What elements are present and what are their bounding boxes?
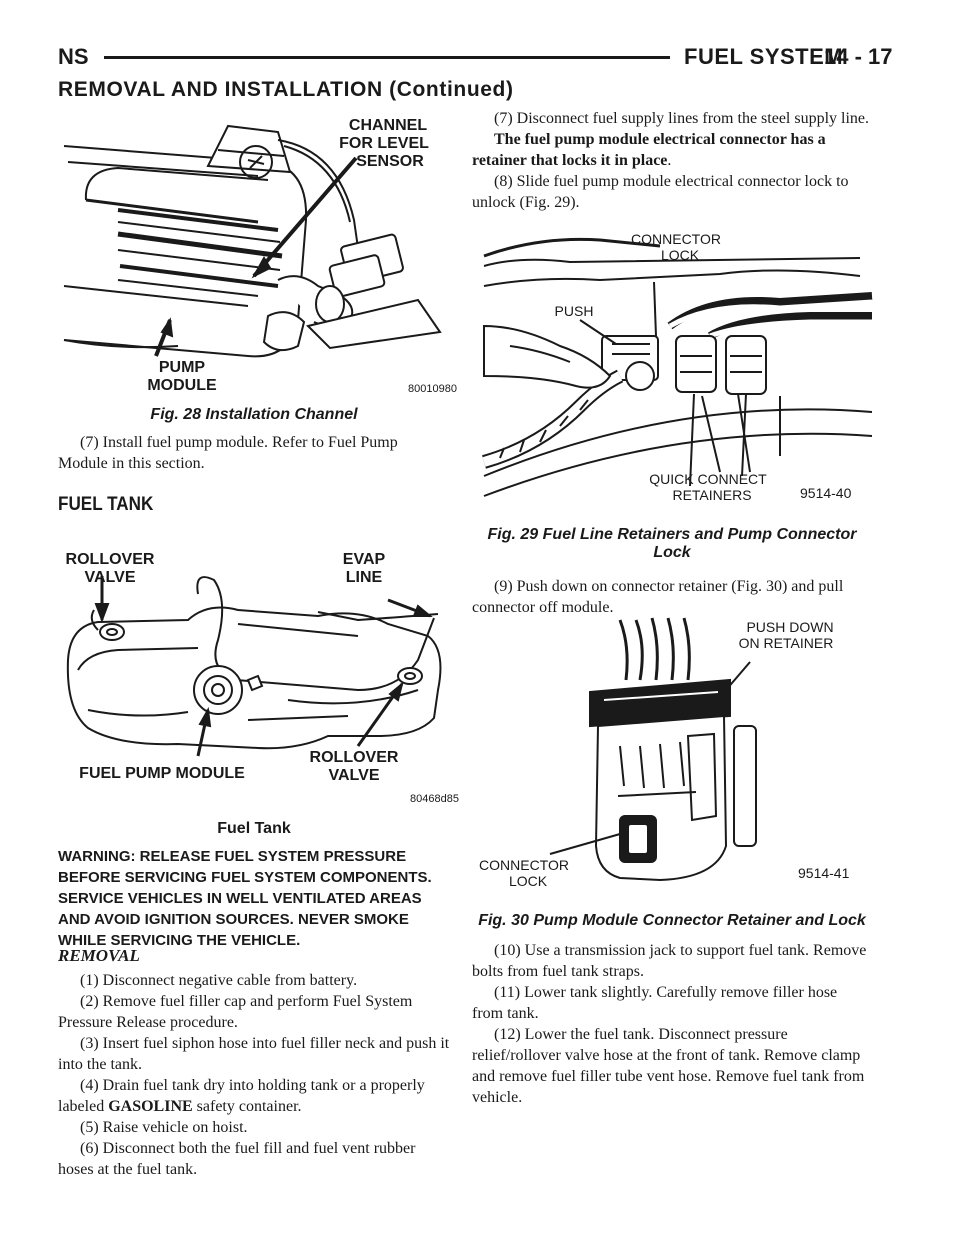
label-channel-line1: CHANNEL <box>349 117 427 134</box>
figure-installation-channel: CHANNEL FOR LEVEL SENSOR PUMP MODULE 800… <box>58 110 457 400</box>
removal-steps: (1) Disconnect negative cable from batte… <box>58 970 450 1180</box>
header-rule <box>104 56 670 59</box>
header-page-number: 14 - 17 <box>824 44 893 69</box>
figure-caption: Fuel Tank <box>217 820 291 837</box>
label-channel-line3: SENSOR <box>356 153 424 170</box>
right-column-steps-bottom: (10) Use a transmission jack to support … <box>472 940 872 1108</box>
step-4-text: (4) Drain fuel tank dry into holding tan… <box>58 1077 425 1115</box>
figure-caption: Fig. 30 Pump Module Connector Retainer a… <box>478 912 866 929</box>
figure-code: 9514-40 <box>800 485 852 501</box>
step-4-text-end: safety container. <box>196 1098 302 1115</box>
paragraph-text: (7) Install fuel pump module. Refer to F… <box>58 434 398 472</box>
label-connector-line1: CONNECTOR <box>631 231 721 247</box>
step-9: (9) Push down on connector retainer (Fig… <box>472 578 844 616</box>
figure-fuel-line-retainers: CONNECTOR LOCK PUSH QUICK CONNECT RETAIN… <box>480 226 873 506</box>
label-pump-line1: PUMP <box>159 359 206 376</box>
warning-text: WARNING: RELEASE FUEL SYSTEM PRESSURE BE… <box>58 848 432 949</box>
step-4: (4) Drain fuel tank dry into holding tan… <box>58 1075 450 1117</box>
figure-caption: Fig. 28 Installation Channel <box>150 406 358 423</box>
connector-retainer-illustration: PUSH DOWN ON RETAINER CONNECTOR LOCK 951… <box>479 617 850 889</box>
step-10: (10) Use a transmission jack to support … <box>472 942 867 980</box>
label-rollover2-line1: ROLLOVER <box>310 749 399 766</box>
section-title: REMOVAL AND INSTALLATION (Continued) <box>58 78 514 101</box>
label-push: PUSH <box>555 303 594 319</box>
label-channel-line2: FOR LEVEL <box>339 135 429 152</box>
header-chapter-title: FUEL SYSTEM <box>684 44 844 69</box>
step-2: (2) Remove fuel filler cap and perform F… <box>58 993 413 1031</box>
figure-code: 9514-41 <box>798 865 850 881</box>
step-12: (12) Lower the fuel tank. Disconnect pre… <box>472 1026 865 1106</box>
heading-removal: REMOVAL <box>58 946 140 965</box>
label-rollover1-line2: VALVE <box>85 569 136 586</box>
label-rollover1-line1: ROLLOVER <box>66 551 155 568</box>
figure-code: 80468d85 <box>410 793 459 805</box>
label-push-down-line1: PUSH DOWN <box>746 619 833 635</box>
label-fuel-pump-module: FUEL PUMP MODULE <box>79 765 245 782</box>
step-4-gasoline: GASOLINE <box>108 1098 193 1115</box>
note-connector-retainer: The fuel pump module electrical connecto… <box>472 131 826 169</box>
step-install-pump-module: (7) Install fuel pump module. Refer to F… <box>58 432 450 474</box>
figure-code: 80010980 <box>408 383 457 395</box>
figure-connector-retainer-lock: PUSH DOWN ON RETAINER CONNECTOR LOCK 951… <box>479 616 872 896</box>
label-connector-line2: LOCK <box>661 247 700 263</box>
header-section-code: NS <box>58 44 89 69</box>
label-connector-lock-line1: CONNECTOR <box>479 857 569 873</box>
step-7: (7) Disconnect fuel supply lines from th… <box>494 110 870 127</box>
step-9-block: (9) Push down on connector retainer (Fig… <box>472 576 872 618</box>
figure-fuel-tank: ROLLOVER VALVE EVAP LINE FUEL PUMP MODUL… <box>58 540 459 820</box>
right-column-steps-top: (7) Disconnect fuel supply lines from th… <box>472 108 872 213</box>
note-text: The fuel pump module electrical connecto… <box>472 131 826 169</box>
figure-caption: Fig. 29 Fuel Line Retainers and Pump Con… <box>472 526 872 562</box>
step-3: (3) Insert fuel siphon hose into fuel fi… <box>58 1035 450 1073</box>
heading-fuel-tank: FUEL TANK <box>58 494 154 515</box>
step-5: (5) Raise vehicle on hoist. <box>80 1119 248 1136</box>
label-pump-line2: MODULE <box>147 377 217 394</box>
label-quick-connect-line2: RETAINERS <box>672 487 751 503</box>
label-evap-line2: LINE <box>346 569 383 586</box>
caption-line1: Fig. 29 Fuel Line Retainers and Pump Con… <box>487 526 857 543</box>
label-connector-lock-line2: LOCK <box>509 873 548 889</box>
fuel-tank-illustration: ROLLOVER VALVE EVAP LINE FUEL PUMP MODUL… <box>66 551 459 805</box>
label-push-down-line2: ON RETAINER <box>739 635 834 651</box>
installation-channel-illustration: CHANNEL FOR LEVEL SENSOR PUMP MODULE 800… <box>63 117 457 395</box>
step-1: (1) Disconnect negative cable from batte… <box>80 972 358 989</box>
step-6: (6) Disconnect both the fuel fill and fu… <box>58 1140 416 1178</box>
label-quick-connect-line1: QUICK CONNECT <box>649 471 767 487</box>
step-8: (8) Slide fuel pump module electrical co… <box>472 173 849 211</box>
label-rollover2-line2: VALVE <box>329 767 380 784</box>
step-11: (11) Lower tank slightly. Carefully remo… <box>472 984 838 1022</box>
caption-line2: Lock <box>653 544 691 561</box>
fuel-line-retainers-illustration: CONNECTOR LOCK PUSH QUICK CONNECT RETAIN… <box>482 231 873 503</box>
label-evap-line1: EVAP <box>343 551 386 568</box>
